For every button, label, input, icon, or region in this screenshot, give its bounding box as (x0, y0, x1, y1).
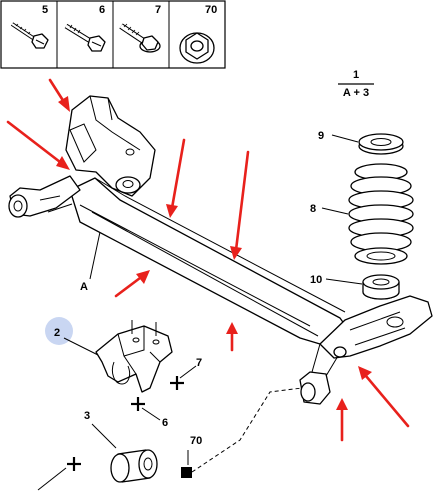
flange-bolt-icon (119, 23, 161, 53)
callout-axle: A (80, 281, 88, 293)
part-number-5: 5 (42, 4, 48, 16)
fraction-denominator: A + 3 (343, 87, 369, 99)
highlight-circle (45, 317, 73, 345)
leader-upper-seat (331, 134, 359, 143)
arrow-indicator (6, 120, 70, 170)
arrow-indicator (114, 270, 150, 298)
leader-spring (321, 207, 349, 215)
arrow-indicator (48, 78, 70, 112)
coil-spring[interactable] (348, 163, 414, 265)
leader-lower-seat (325, 278, 363, 285)
callout-bush: 3 (84, 410, 90, 422)
lower-spring-seat[interactable] (362, 274, 400, 300)
callout-upper-seat: 9 (318, 130, 324, 142)
header-cell-70[interactable]: 70 (179, 4, 217, 64)
bush-nut-marker[interactable] (181, 467, 192, 478)
header-cell-7[interactable]: 7 (119, 4, 161, 53)
bracket-screw-7-marker[interactable] (170, 365, 197, 390)
bush-screw-marker[interactable] (37, 457, 81, 491)
fraction-label: 1 A + 3 (338, 69, 374, 99)
header-parts-strip: 5 6 7 (0, 0, 226, 69)
arrow-indicator (336, 398, 348, 442)
assembly-dashed-line (191, 387, 303, 473)
part-number-70: 70 (205, 4, 217, 16)
rear-axle-beam[interactable] (8, 95, 433, 405)
upper-spring-seat[interactable] (358, 133, 404, 155)
leader-bracket (63, 337, 101, 357)
part-number-6: 6 (99, 4, 105, 16)
leader-axle (89, 231, 101, 280)
mounting-bracket[interactable] (95, 320, 173, 393)
red-arrows (6, 78, 410, 442)
screw-icon (10, 22, 49, 49)
callout-screw-6: 6 (162, 417, 168, 429)
arrow-indicator (226, 322, 238, 352)
header-cell-6[interactable]: 6 (64, 4, 106, 52)
fraction-numerator: 1 (353, 69, 359, 81)
callout-screw-7: 7 (196, 357, 202, 369)
arrow-indicator (166, 138, 186, 218)
callout-bracket: 2 (54, 327, 60, 339)
leader-bush (91, 423, 117, 449)
rubber-bush[interactable] (110, 449, 158, 483)
callout-lower-seat: 10 (310, 274, 322, 286)
callout-spring: 8 (310, 203, 316, 215)
arrow-indicator (230, 150, 250, 260)
bracket-screw-6-marker[interactable] (131, 397, 161, 421)
part-number-7: 7 (155, 4, 161, 16)
nut-icon (179, 32, 215, 64)
callout-bush-nut: 70 (190, 435, 202, 447)
bolt-icon (64, 23, 106, 52)
header-cell-5[interactable]: 5 (10, 4, 49, 49)
arrow-indicator (358, 366, 410, 428)
